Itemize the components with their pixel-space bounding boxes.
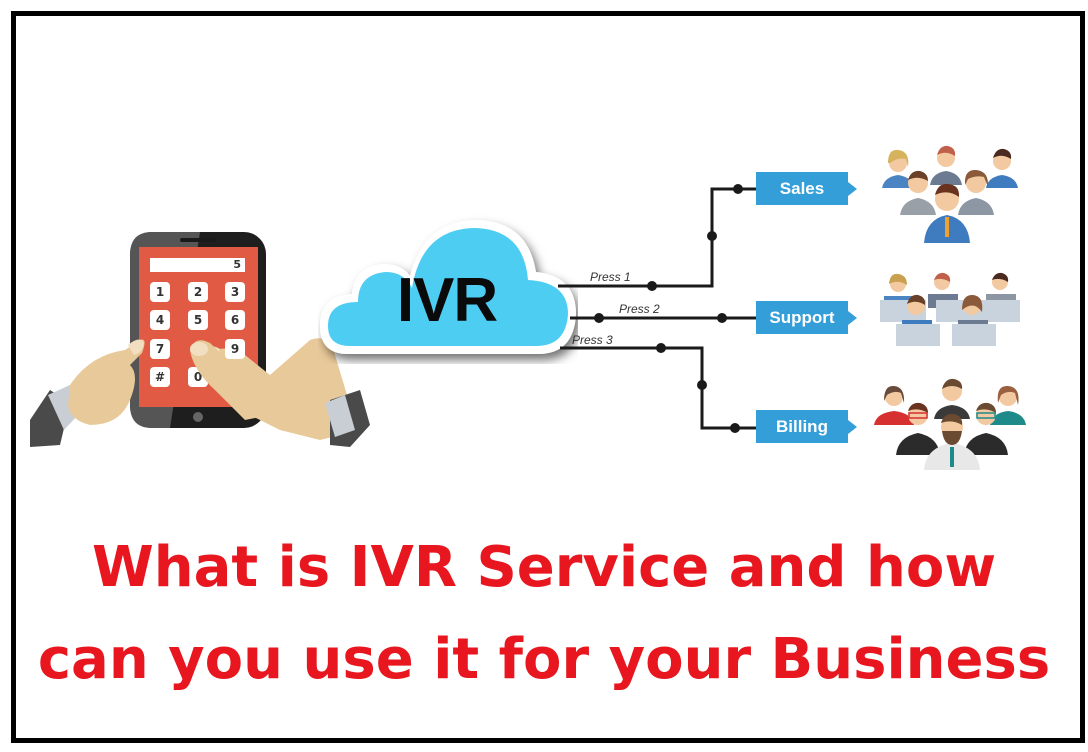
- finance-team-icon: [874, 378, 1026, 470]
- press-1-label: Press 1: [590, 270, 631, 284]
- key-3[interactable]: 3: [225, 282, 245, 302]
- dept-billing[interactable]: Billing: [756, 410, 857, 443]
- key-2[interactable]: 2: [188, 282, 208, 302]
- cloud-icon: [320, 220, 576, 354]
- key-9[interactable]: 9: [225, 339, 245, 359]
- press-3-label: Press 3: [572, 333, 613, 347]
- pointing-finger-icon: [190, 340, 270, 420]
- key-7[interactable]: 7: [150, 339, 170, 359]
- dept-support[interactable]: Support: [756, 301, 857, 334]
- headline-line-1: What is IVR Service and how: [91, 535, 997, 600]
- phone-display: 5: [150, 258, 245, 272]
- key-6[interactable]: 6: [225, 310, 245, 330]
- ivr-label: IVR: [396, 266, 498, 335]
- dept-sales[interactable]: Sales: [756, 172, 857, 205]
- key-5[interactable]: 5: [188, 310, 208, 330]
- business-team-icon: [882, 145, 1018, 243]
- headline-line-2: can you use it for your Business: [37, 627, 1051, 692]
- key-1[interactable]: 1: [150, 282, 170, 302]
- key-hash[interactable]: #: [150, 367, 170, 387]
- key-4[interactable]: 4: [150, 310, 170, 330]
- press-2-label: Press 2: [619, 302, 660, 316]
- call-center-agents-icon: [880, 272, 1020, 346]
